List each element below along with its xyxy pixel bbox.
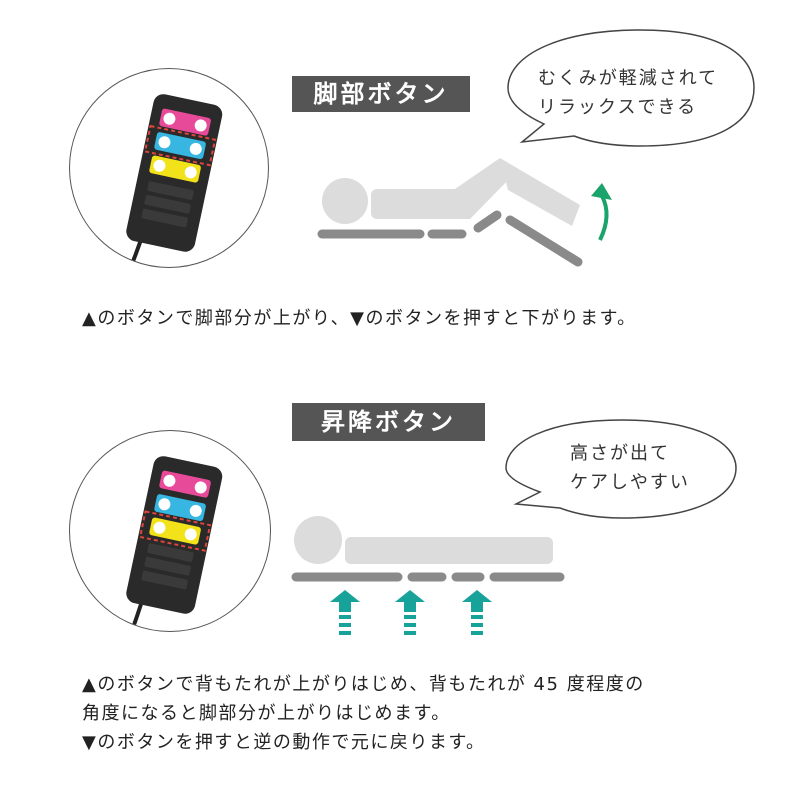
leg-up-arrow-head (591, 183, 612, 200)
lift-button-section: 昇降ボタン 高さが出て ケアしやすい (0, 380, 791, 791)
lift-bubble-text: 高さが出て ケアしやすい (570, 439, 690, 497)
leg-bubble-text: むくみが軽減されて リラックスできる (538, 64, 718, 122)
remote-control-illustration (126, 94, 223, 267)
lift-caption-line2: 角度になると脚部分が上がりはじめます。 (82, 703, 451, 724)
lift-up-arrow-3 (462, 590, 492, 635)
lift-caption: ▲のボタンで背もたれが上がりはじめ、背もたれが 45 度程度の 角度になると脚部… (82, 670, 645, 757)
leg-caption: ▲のボタンで脚部分が上がり、▼のボタンを押すと下がります。 (82, 308, 637, 329)
leg-bubble-line2: リラックスできる (538, 97, 698, 118)
figure-lower-leg (500, 158, 580, 226)
figure-torso (371, 189, 463, 219)
figure-head (322, 178, 368, 224)
lift-caption-line3: ▼のボタンを押すと逆の動作で元に戻ります。 (82, 732, 486, 753)
remote-control-illustration-lift (126, 456, 223, 631)
remote-zoom-circle (69, 68, 269, 268)
figure-thigh (455, 158, 512, 219)
lift-up-arrow-1 (330, 590, 360, 635)
bed-segment-leg (505, 215, 583, 267)
leg-up-arrow-shaft (598, 195, 609, 241)
leg-button-label: 脚部ボタン (292, 76, 470, 112)
lift-up-arrow-2 (395, 590, 425, 635)
remote-zoom-circle-lift (69, 430, 271, 632)
lift-caption-line1: ▲のボタンで背もたれが上がりはじめ、背もたれが 45 度程度の (82, 674, 645, 695)
bed-segment-knee (473, 210, 502, 233)
figure-body-lift (345, 537, 553, 564)
figure-head-lift (294, 516, 342, 564)
lift-speech-bubble (505, 419, 737, 519)
lift-bubble-line1: 高さが出て (570, 443, 670, 464)
lift-bubble-line2: ケアしやすい (570, 472, 690, 493)
leg-bubble-line1: むくみが軽減されて (538, 68, 719, 89)
leg-speech-bubble (507, 29, 755, 147)
lift-raise-figure (291, 516, 565, 635)
lift-button-label: 昇降ボタン (292, 403, 485, 441)
leg-button-section: 脚部ボタン むくみが軽減されて リラックスできる ▲のボタンで脚部分が上がり、▼… (0, 0, 791, 360)
leg-raise-figure (317, 158, 612, 267)
